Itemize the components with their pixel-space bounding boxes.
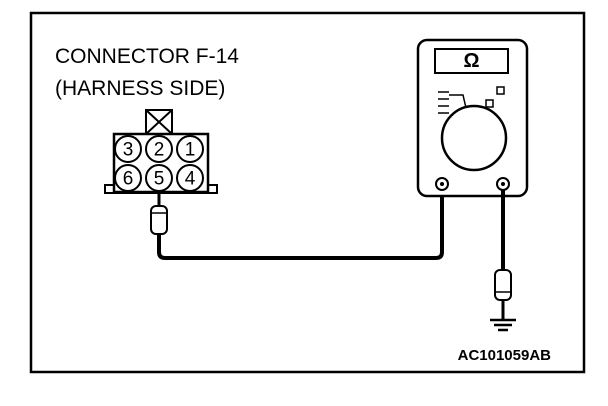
ground-icon bbox=[490, 318, 516, 332]
connector-f14: 3 2 1 6 5 4 bbox=[104, 109, 218, 194]
pin-5-label: 5 bbox=[154, 169, 165, 190]
meter-dial bbox=[440, 104, 508, 172]
pin-6-label: 6 bbox=[123, 169, 134, 190]
pin-6 bbox=[114, 164, 142, 192]
figure-code: AC101059AB bbox=[458, 347, 552, 364]
ohmmeter: Ω bbox=[416, 38, 529, 198]
pin-4-label: 4 bbox=[185, 169, 196, 190]
probe-ground bbox=[494, 269, 512, 320]
connector-side-label: (HARNESS SIDE) bbox=[55, 77, 225, 100]
test-lead-pin5 bbox=[157, 190, 444, 260]
ohm-symbol-icon: Ω bbox=[463, 50, 479, 72]
pin-1-label: 1 bbox=[185, 140, 196, 161]
pin-2-label: 2 bbox=[154, 140, 165, 161]
connector-label: CONNECTOR F-14 bbox=[55, 45, 239, 68]
meter-display bbox=[434, 48, 509, 74]
probe-pin-5 bbox=[150, 190, 168, 235]
pin-3-label: 3 bbox=[123, 140, 134, 161]
pin-3 bbox=[114, 135, 142, 163]
diagram-frame bbox=[29, 11, 586, 374]
pin-4 bbox=[176, 164, 204, 192]
pin-2 bbox=[145, 135, 173, 163]
pin-1 bbox=[176, 135, 204, 163]
